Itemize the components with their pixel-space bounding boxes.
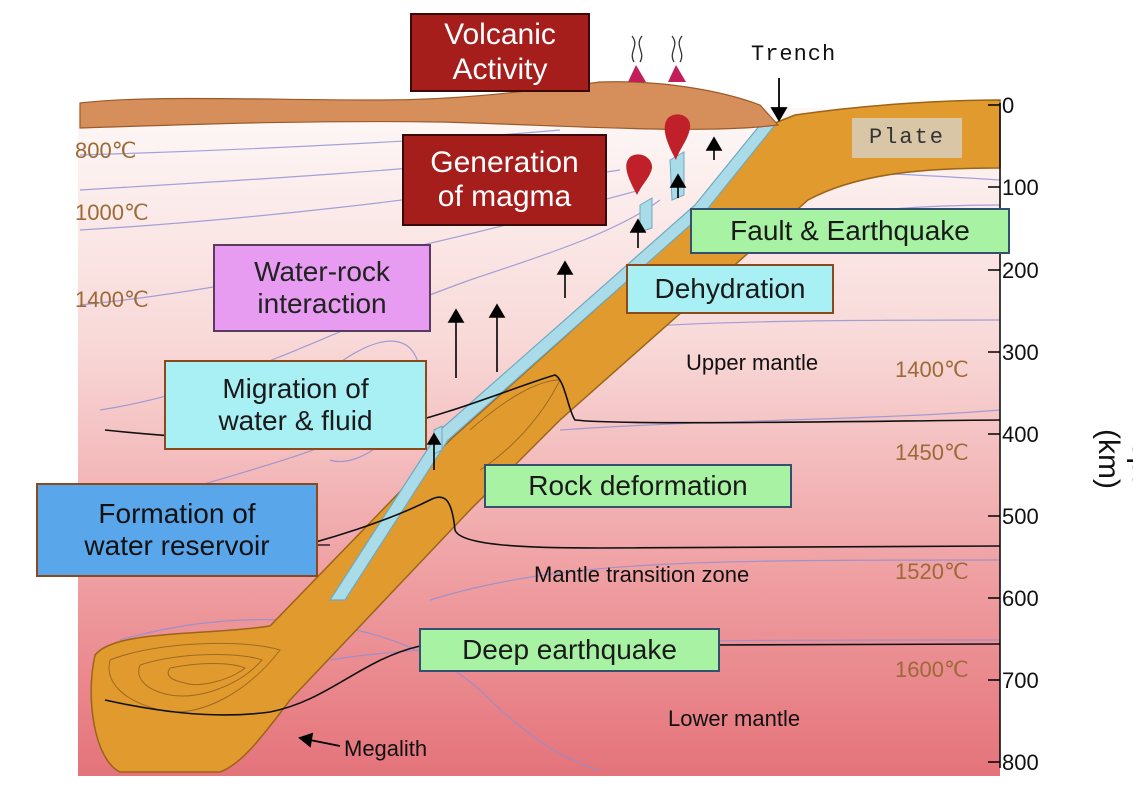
depth-tick-200: 200 [1002,258,1039,283]
trench-label: Trench [751,42,837,67]
migration-line1: Migration of [222,372,369,404]
dehydration-box: Dehydration [626,264,834,314]
volcanic-activity-line1: Volcanic [444,18,556,51]
depth-tick-500: 500 [1002,504,1039,529]
migration-box: Migration of water & fluid [164,360,427,450]
depth-tick-100: 100 [1002,175,1039,200]
upward-arrows [426,136,723,470]
depth-tick-300: 300 [1002,340,1039,365]
formation-reservoir-line1: Formation of [98,497,256,529]
temp-1520: 1520℃ [895,559,969,584]
generation-magma-box: Generation of magma [402,134,607,226]
volcanic-activity-line2: Activity [452,52,548,86]
formation-reservoir-box: Formation of water reservoir [36,483,318,577]
crust [79,81,780,130]
hydrated-layer [328,124,777,601]
volcano-icons [628,35,686,82]
mantle-transition-label: Mantle transition zone [534,562,750,587]
temp-1600: 1600℃ [895,657,969,682]
temp-1400-left: 1400℃ [75,287,149,312]
deep-earthquake-box: Deep earthquake [419,628,720,672]
temp-1450: 1450℃ [895,440,969,465]
rock-deformation-box: Rock deformation [484,464,792,508]
migration-line2: water & fluid [218,405,373,436]
temp-1000: 1000℃ [75,200,149,225]
magma-drops [626,114,691,195]
plate-label: Plate [852,118,962,158]
water-rock-line1: Water-rock [254,255,390,287]
subducting-plate [90,99,1001,773]
megalith-label: Megalith [344,736,428,761]
trench-arrow [770,78,788,122]
water-rock-box: Water-rock interaction [213,244,431,332]
depth-tick-0: 0 [1002,93,1015,118]
depth-axis-title: Depth (km) [1092,418,1133,500]
megalith-arrow [298,732,341,748]
lower-mantle-label: Lower mantle [668,706,801,731]
depth-tick-800: 800 [1002,750,1039,775]
upper-mantle-label: Upper mantle [686,350,819,375]
depth-tick-400: 400 [1002,422,1039,447]
generation-magma-line2: of magma [437,180,572,213]
water-rock-line2: interaction [257,288,387,319]
depth-tick-700: 700 [1002,668,1039,693]
temp-1400-right: 1400℃ [895,357,969,382]
temp-800: 800℃ [75,138,137,163]
fault-earthquake-box: Fault & Earthquake [690,208,1010,254]
depth-tick-600: 600 [1002,586,1039,611]
formation-reservoir-line2: water reservoir [84,530,270,561]
volcanic-activity-box: Volcanic Activity [410,13,590,92]
generation-magma-line1: Generation [430,145,579,179]
